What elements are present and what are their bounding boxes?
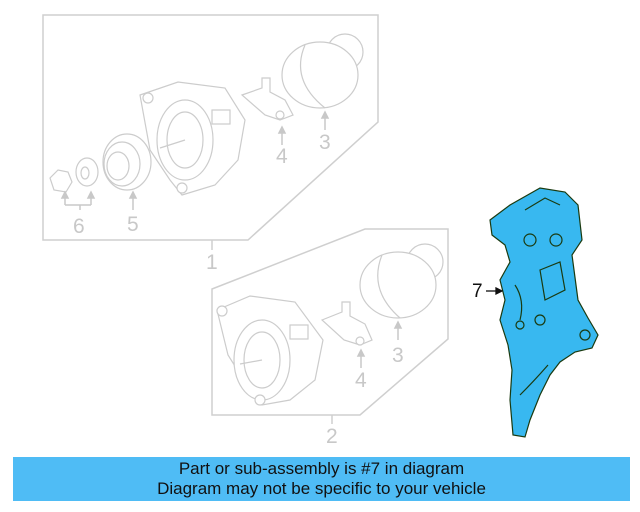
info-banner: Part or sub-assembly is #7 in diagram Di… bbox=[13, 457, 630, 501]
callout-3-group1[interactable]: 3 bbox=[319, 131, 331, 154]
regulator-1-icon bbox=[240, 77, 294, 121]
nut-washer-icon bbox=[49, 157, 99, 193]
banner-line-2: Diagram may not be specific to your vehi… bbox=[157, 479, 486, 498]
callout-7-arrow bbox=[486, 286, 504, 296]
callout-5[interactable]: 5 bbox=[127, 213, 139, 236]
callout-4-group1[interactable]: 4 bbox=[276, 145, 288, 168]
alternator-2-icon bbox=[216, 295, 324, 406]
callout-4-group2[interactable]: 4 bbox=[355, 369, 367, 392]
callout-6[interactable]: 6 bbox=[73, 215, 85, 238]
pulley-icon bbox=[102, 133, 152, 191]
cover-1-icon bbox=[281, 33, 364, 109]
cover-2-icon bbox=[359, 243, 444, 319]
alternator-1-icon bbox=[139, 81, 246, 196]
group-2-frame bbox=[211, 228, 449, 424]
bracket-part-7-icon[interactable] bbox=[489, 187, 599, 438]
group-1-frame bbox=[42, 14, 379, 250]
callout-3-group2[interactable]: 3 bbox=[392, 344, 404, 367]
callout-2[interactable]: 2 bbox=[326, 425, 338, 448]
callout-1[interactable]: 1 bbox=[206, 251, 218, 274]
group-1-arrows bbox=[60, 110, 330, 210]
callout-7[interactable]: 7 bbox=[472, 281, 483, 302]
banner-line-1: Part or sub-assembly is #7 in diagram bbox=[178, 459, 465, 478]
group-2-arrows bbox=[356, 320, 403, 368]
regulator-2-icon bbox=[320, 301, 373, 346]
